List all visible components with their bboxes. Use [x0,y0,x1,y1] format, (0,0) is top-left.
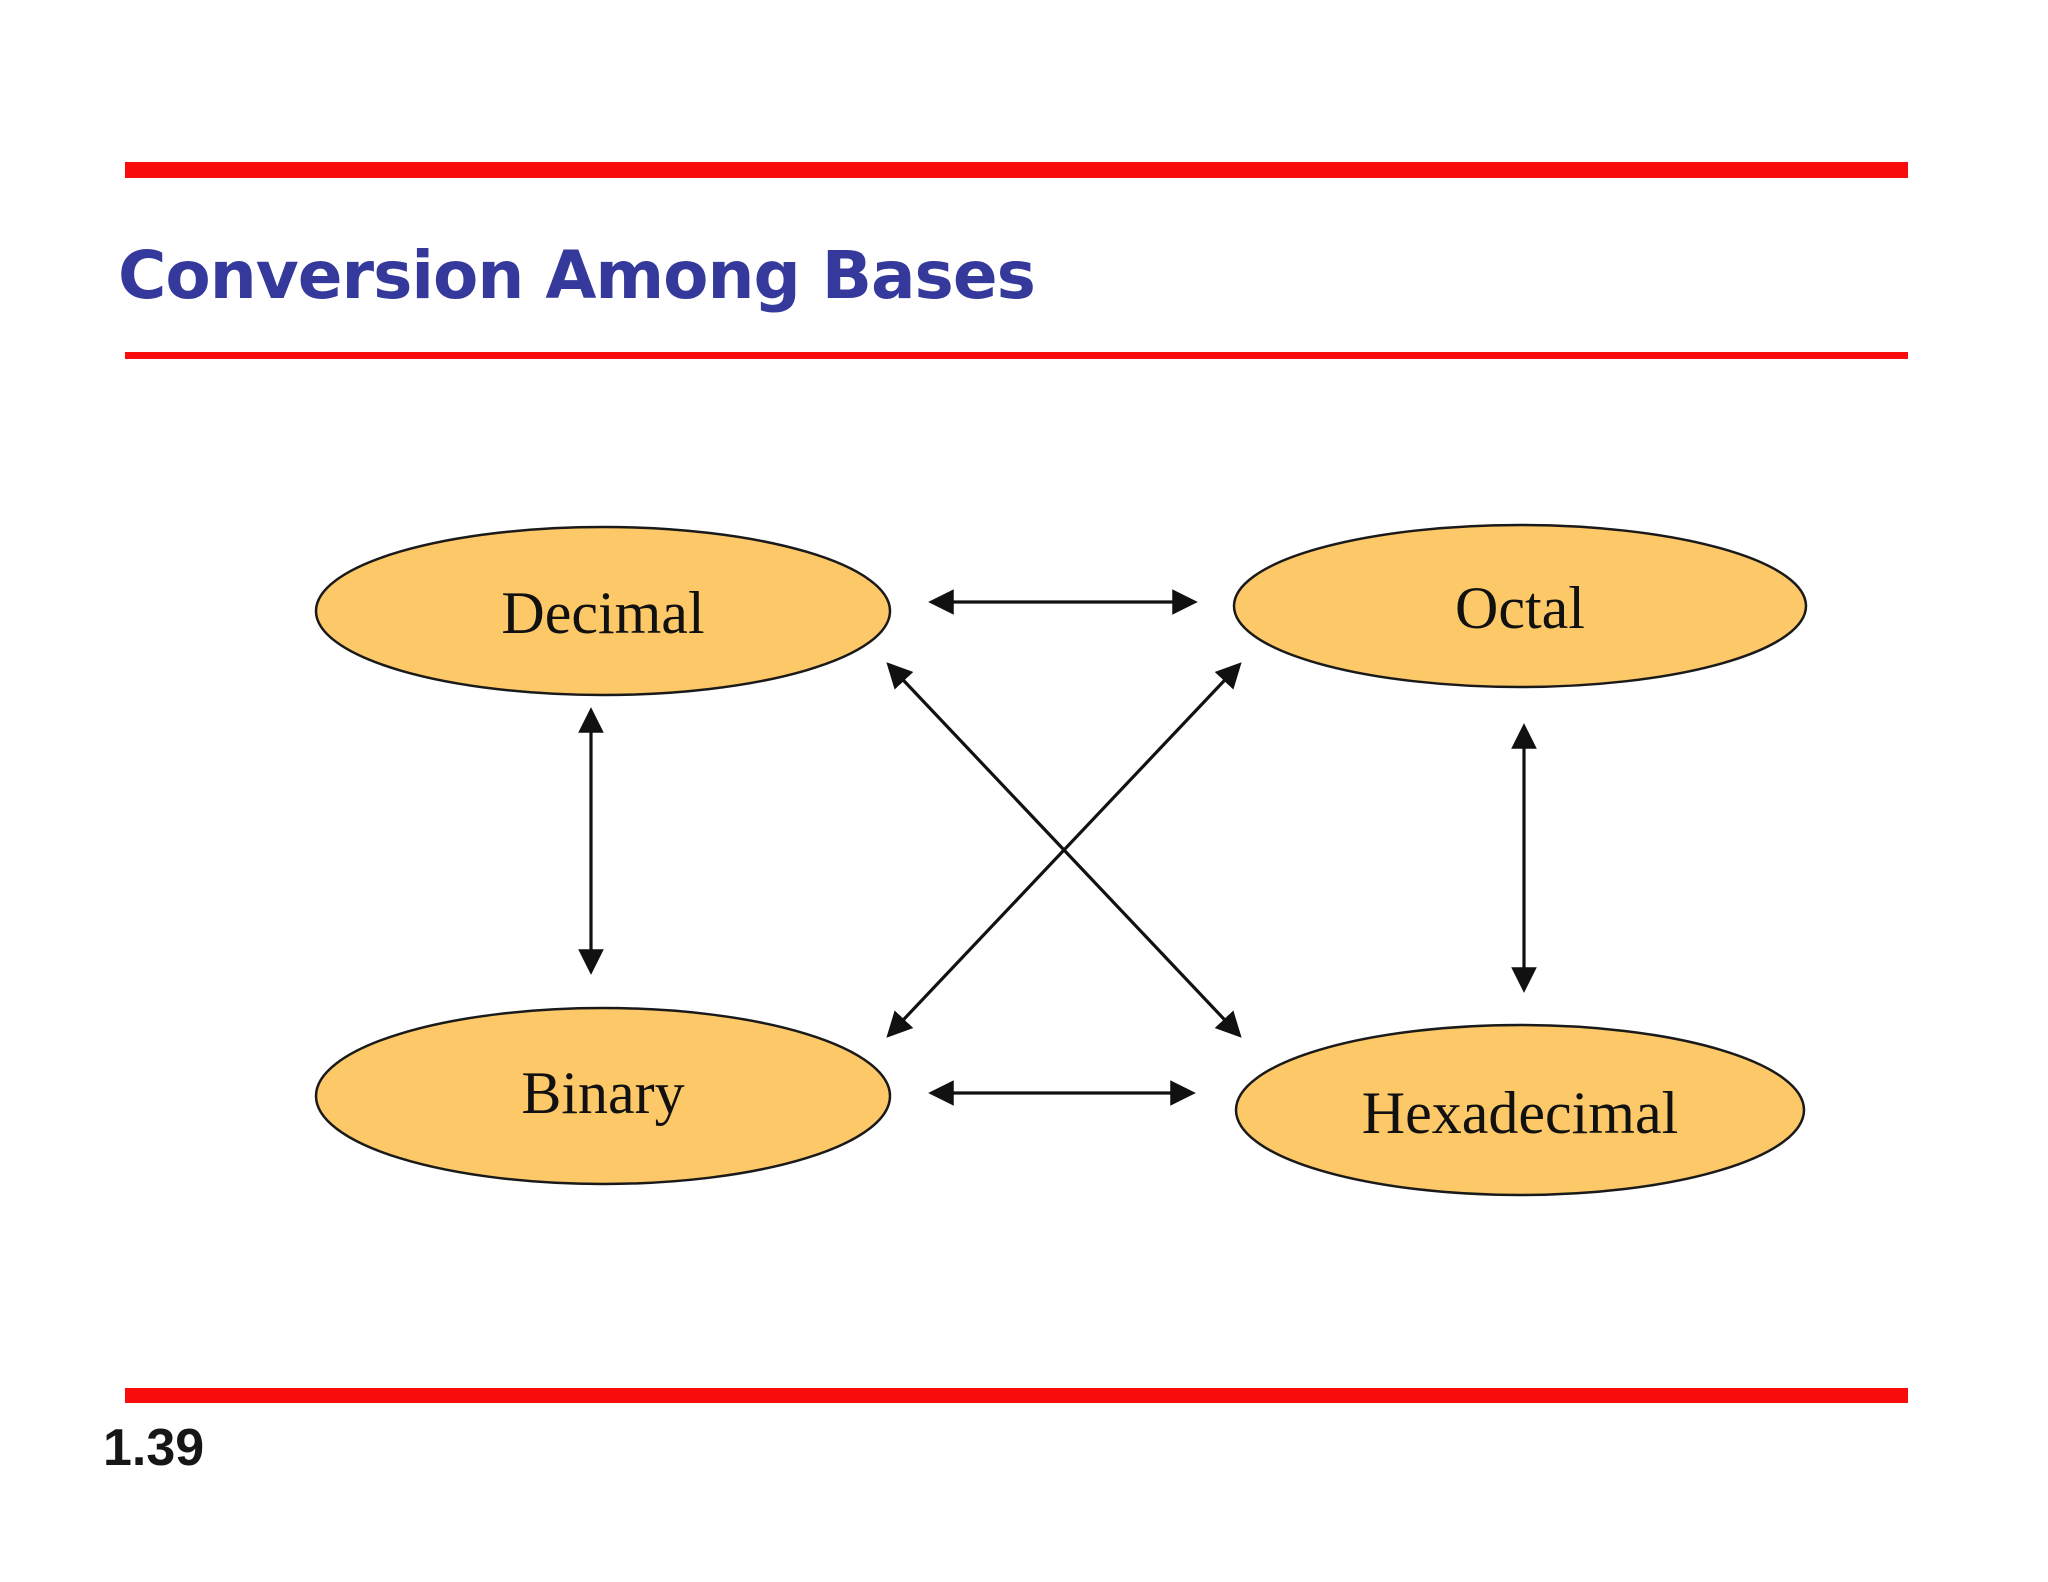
bottom-red-bar [125,1388,1908,1403]
node-decimal: Decimal [314,525,892,697]
node-binary: Binary [314,1006,892,1186]
node-hexadecimal-label: Hexadecimal [1362,1080,1679,1146]
page-title: Conversion Among Bases [118,237,1036,314]
edge-octal-binary [886,662,1242,1038]
top-red-bar [125,162,1908,178]
node-binary-label: Binary [521,1060,684,1126]
node-octal-label: Octal [1455,575,1585,641]
node-octal: Octal [1232,523,1808,689]
title-underline [125,352,1908,359]
node-hexadecimal: Hexadecimal [1234,1023,1806,1197]
node-decimal-label: Decimal [501,580,704,646]
page-number: 1.39 [103,1419,205,1477]
